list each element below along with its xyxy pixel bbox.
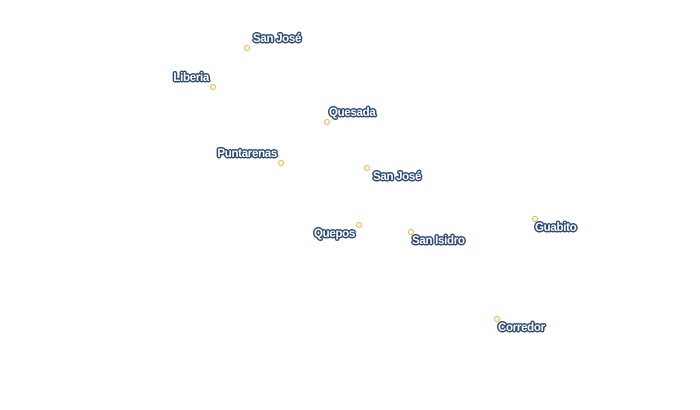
city-label: San José [253, 33, 302, 45]
city-dot[interactable] [324, 119, 330, 125]
city-label: Puntarenas [217, 148, 277, 160]
city-label: Quesada [329, 107, 376, 119]
city-label: Liberia [173, 72, 209, 84]
city-label: San Isidro [412, 235, 465, 247]
city-label: Corredor [498, 322, 545, 334]
city-label: Guabito [535, 222, 577, 234]
city-dot[interactable] [408, 229, 414, 235]
city-label: San José [373, 171, 422, 183]
city-dot[interactable] [244, 45, 250, 51]
city-dot[interactable] [278, 160, 284, 166]
city-dot[interactable] [532, 216, 538, 222]
city-dot[interactable] [210, 84, 216, 90]
city-dot[interactable] [356, 222, 362, 228]
city-label: Quepos [313, 228, 355, 240]
city-dot[interactable] [364, 165, 370, 171]
city-dot[interactable] [494, 316, 500, 322]
